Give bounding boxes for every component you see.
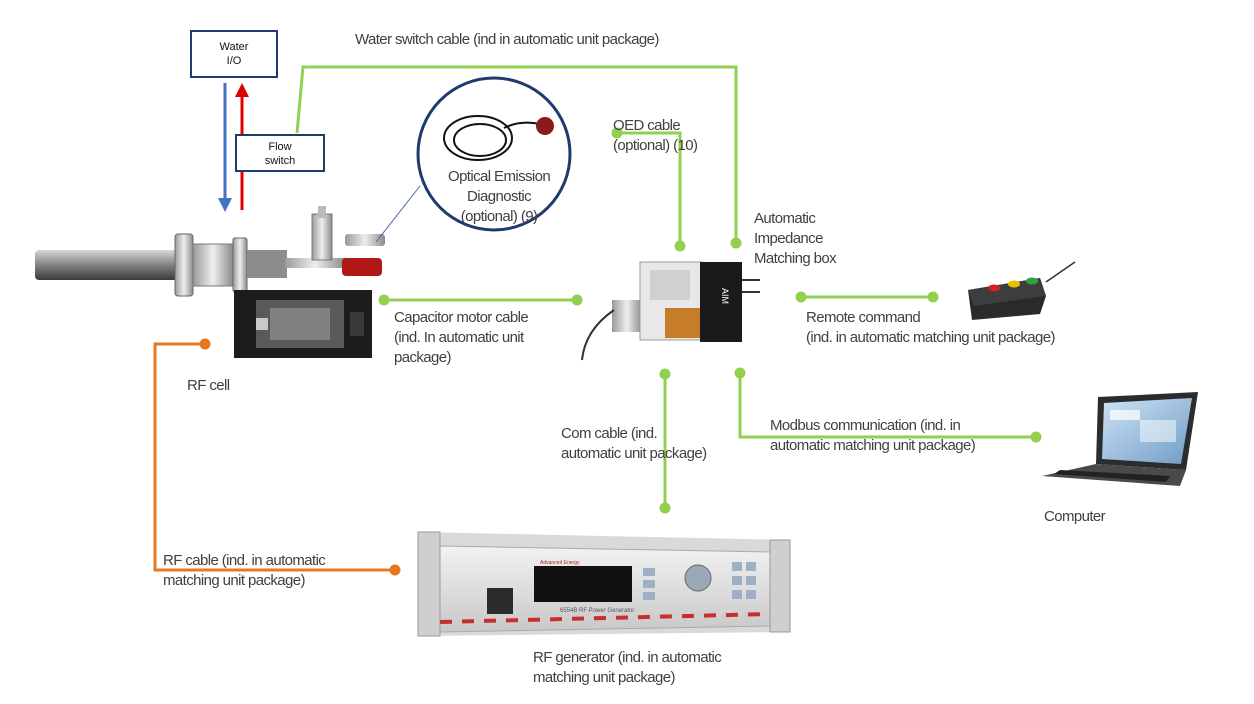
remote-command-device: [968, 261, 1076, 320]
com-cable-label: Com cable (ind. automatic unit package): [561, 425, 707, 462]
computer-laptop: [1042, 392, 1198, 486]
rf-generator-device: 6554B RF Power Generator Advanced Energy: [417, 531, 791, 637]
generator-brand-text: Advanced Energy: [540, 560, 580, 566]
modbus-label: Modbus communication (ind. in automatic …: [770, 417, 976, 454]
rf-cable-line: [153, 338, 401, 576]
rf-cable-label: RF cable (ind. in automatic matching uni…: [163, 552, 326, 589]
rf-generator-label: RF generator (ind. in automatic matching…: [533, 649, 722, 686]
aim-label: AIM: [720, 288, 730, 304]
rf-cell-label: RF cell: [187, 377, 230, 394]
rf-cell-device: [35, 206, 385, 358]
computer-label: Computer: [1044, 508, 1106, 525]
remote-command-cable-line: [795, 291, 939, 303]
water-switch-cable-line: [295, 65, 742, 249]
capacitor-cable-line: [378, 294, 583, 306]
water-io-box: Water I/O: [190, 30, 278, 78]
optical-emission-inset: [375, 76, 572, 243]
flow-switch-box: Flow switch: [235, 134, 325, 172]
water-switch-cable-label: Water switch cable (ind in automatic uni…: [355, 31, 659, 48]
oed-cable-line: [611, 127, 686, 252]
remote-command-label: Remote command (ind. in automatic matchi…: [806, 309, 1055, 346]
matching-box-device: AIM: [581, 261, 760, 361]
matching-box-label: Automatic Impedance Matching box: [754, 210, 837, 267]
com-cable-line: [659, 368, 671, 514]
modbus-cable-line: [734, 367, 1042, 443]
water-inlet-arrow: [218, 83, 232, 212]
oed-cable-label: OED cable (optional) (10): [613, 117, 698, 154]
capacitor-cable-label: Capacitor motor cable (ind. In automatic…: [394, 309, 529, 366]
optical-emission-label: Optical Emission Diagnostic (optional) (…: [448, 168, 551, 225]
generator-model-text: 6554B RF Power Generator: [560, 608, 634, 614]
